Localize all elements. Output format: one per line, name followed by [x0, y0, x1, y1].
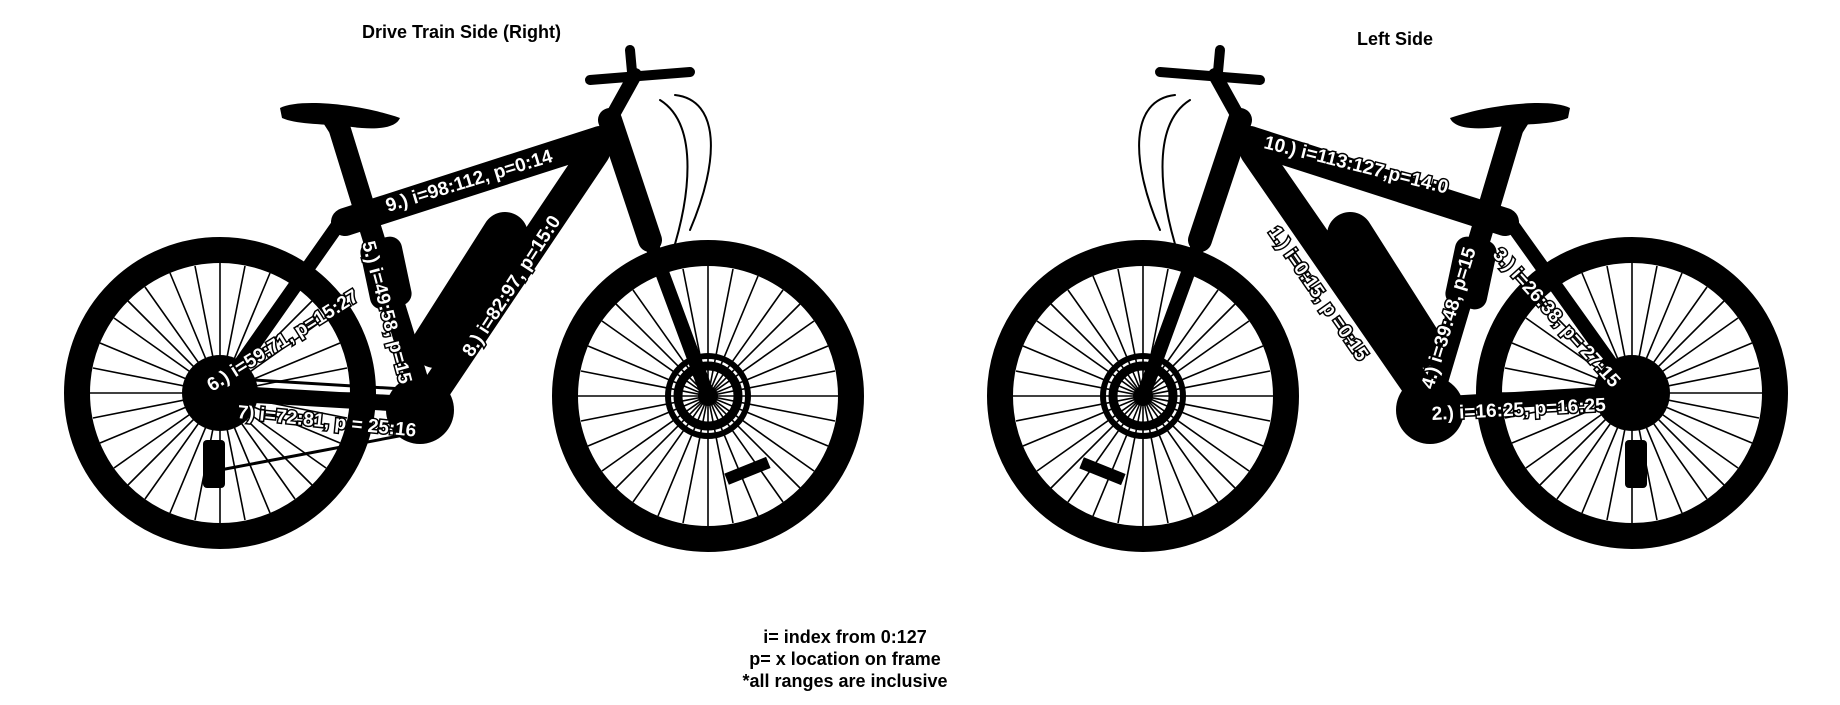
legend-line-inclusive: *all ranges are inclusive	[660, 670, 1030, 692]
legend-line-position: p= x location on frame	[660, 648, 1030, 670]
reflector	[724, 457, 770, 485]
derailleur	[203, 440, 225, 488]
frame-left	[1139, 50, 1632, 405]
legend-line-index: i= index from 0:127	[660, 626, 1030, 648]
saddle-left	[1450, 103, 1570, 128]
saddle	[280, 103, 400, 128]
bike-left-silhouette	[1000, 50, 1775, 539]
reflector-left	[1079, 457, 1125, 485]
bike-right-silhouette	[77, 50, 851, 539]
derailleur-left	[1625, 440, 1647, 488]
segment-label-9: 9.) i=98:112, p=0:14	[383, 146, 555, 217]
legend: i= index from 0:127 p= x location on fra…	[660, 626, 1030, 692]
